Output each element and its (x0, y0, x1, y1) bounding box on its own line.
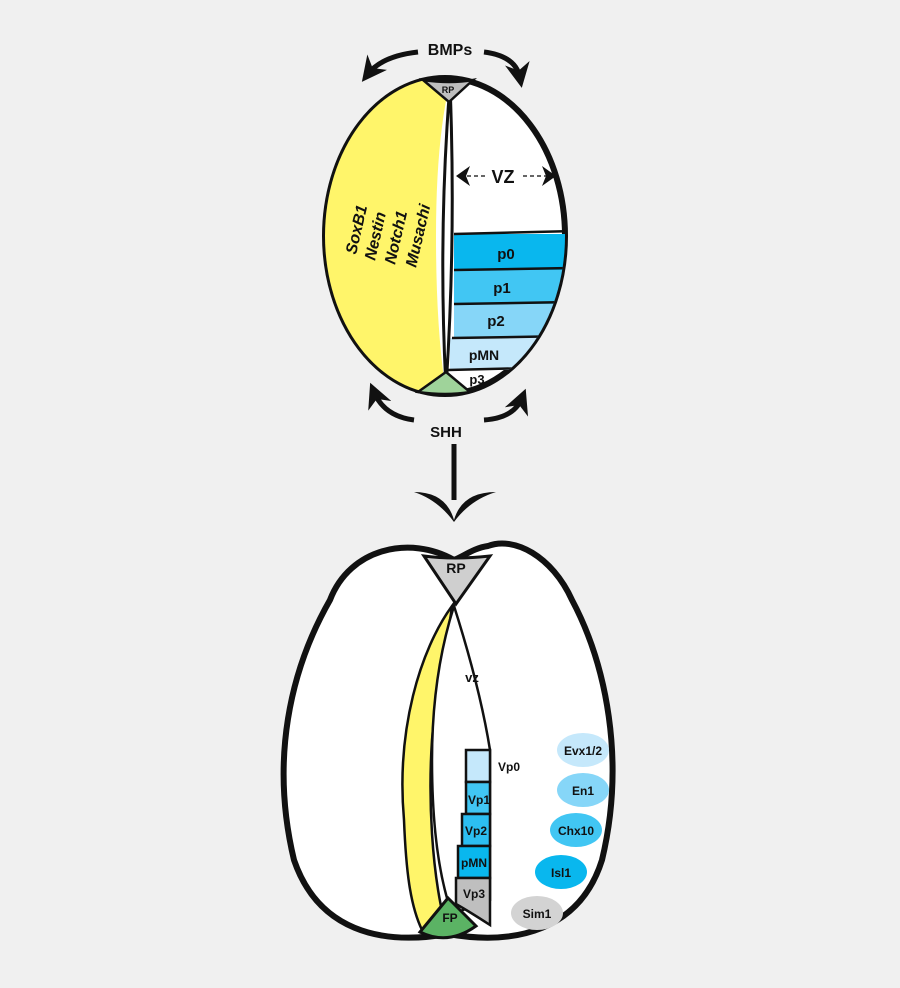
domain-vp3-block (454, 876, 492, 928)
top-domain-label: p0 (497, 246, 515, 263)
top-vz-label: VZ (491, 167, 514, 187)
top-rp-label: RP (442, 85, 455, 95)
bottom-roof-plate (420, 554, 494, 607)
neuron-evx-oval (557, 733, 609, 767)
bottom-domain-label: Vp0 (498, 760, 520, 774)
bottom-domain-label: pMN (461, 856, 487, 870)
bmp-arrow-right (483, 49, 530, 88)
spinal-cord-section: RP FP vz Vp0 Vp1 Vp2 pMN Vp3 Evx1/2 En1 … (280, 540, 616, 941)
top-roof-plate (418, 78, 477, 104)
top-progenitor-region (325, 78, 450, 394)
vz-arrow-left (456, 166, 470, 186)
bottom-fp-label: FP (442, 911, 457, 925)
domain-p1-band (454, 270, 565, 304)
shh-label: SHH (430, 424, 462, 441)
top-domain-label: p1 (493, 280, 511, 297)
domain-p0-band (454, 234, 565, 270)
top-floor-plate (414, 370, 473, 396)
domain-pmn-block (456, 844, 492, 880)
vz-arrow-right (542, 166, 556, 186)
neuron-isl1-oval (535, 855, 587, 889)
neuron-label: Chx10 (558, 824, 594, 838)
shh-arrow-left (368, 382, 415, 423)
shh-arrow-right (483, 388, 529, 423)
neuron-label: En1 (572, 784, 594, 798)
domain-vp0-block (464, 748, 492, 784)
bmps-label: BMPs (428, 42, 473, 59)
neuron-label: Isl1 (551, 866, 571, 880)
neuron-label: Evx1/2 (564, 744, 602, 758)
domain-p2-band (454, 304, 565, 338)
bmp-arrow-left (361, 49, 419, 82)
early-neural-tube: BMPs SHH RP VZ SoxB1 Nestin Notch1 Musac… (322, 42, 568, 441)
neuron-sim1-oval (511, 896, 563, 930)
top-domain-label: p2 (487, 313, 505, 330)
development-arrow (414, 444, 496, 522)
top-domain-label: p3 (469, 372, 484, 387)
bottom-domain-label: Vp1 (468, 793, 490, 807)
bottom-domain-label: Vp2 (465, 824, 487, 838)
bottom-floor-plate (417, 895, 479, 940)
top-domain-label: pMN (469, 347, 499, 363)
bottom-rp-label: RP (446, 560, 465, 576)
neuron-label: Sim1 (523, 907, 552, 921)
neuron-chx10-oval (550, 813, 602, 847)
bottom-vz-label: vz (465, 670, 479, 685)
domain-vp2-block (460, 812, 492, 848)
bottom-domain-label: Vp3 (463, 887, 485, 901)
neuron-en1-oval (557, 773, 609, 807)
neuron-markers: Evx1/2 En1 Chx10 Isl1 Sim1 (511, 733, 609, 930)
